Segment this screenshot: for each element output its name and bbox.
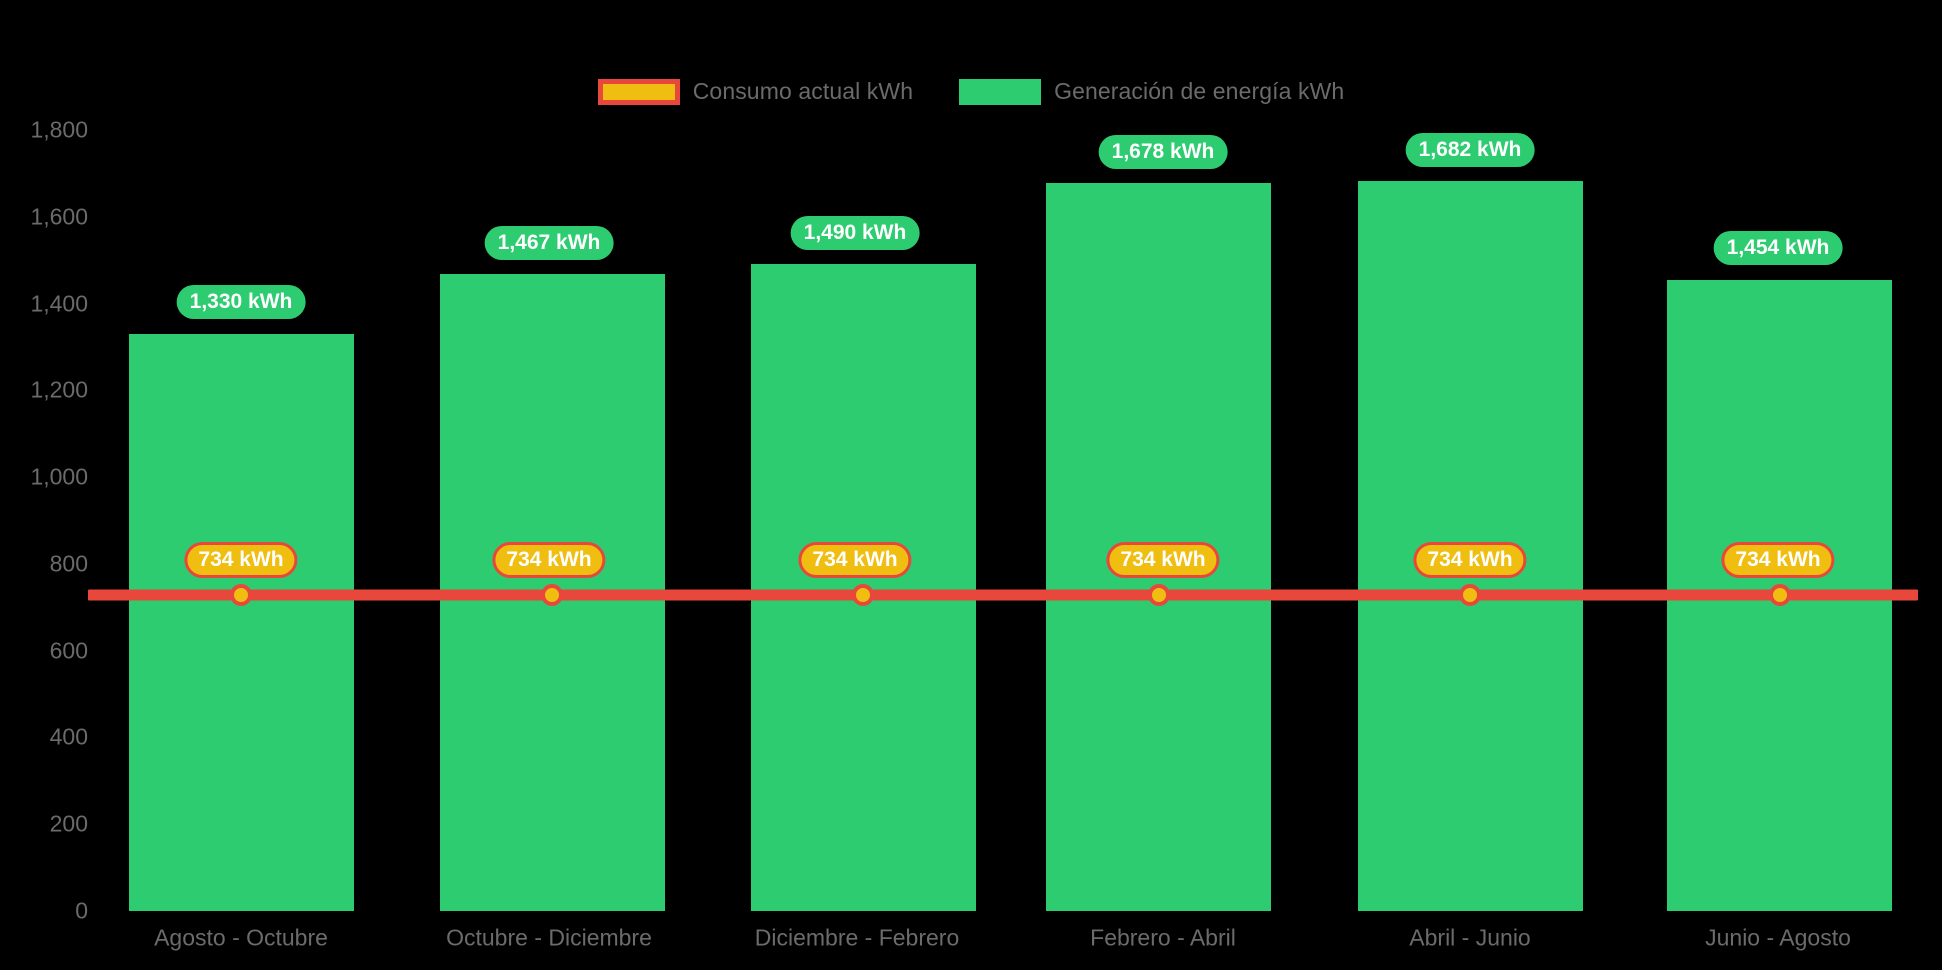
consumption-label-febrero-abril: 734 kWh: [1106, 542, 1220, 578]
x-axis-label-diciembre-febrero: Diciembre - Febrero: [754, 924, 960, 951]
y-axis-tick-200: 200: [49, 810, 88, 837]
legend-item-consumo[interactable]: Consumo actual kWh: [597, 78, 914, 105]
y-axis-tick-800: 800: [49, 550, 88, 577]
y-axis-tick-1200: 1,200: [30, 376, 88, 403]
consumption-label-junio-agosto: 734 kWh: [1721, 542, 1835, 578]
legend-swatch-generacion-icon: [959, 78, 1042, 105]
generation-label-junio-agosto: 1,454 kWh: [1713, 231, 1843, 265]
generation-label-octubre-diciembre: 1,467 kWh: [484, 226, 614, 260]
consumption-label-agosto-octubre: 734 kWh: [184, 542, 298, 578]
y-axis-tick-1000: 1,000: [30, 463, 88, 490]
consumption-point-febrero-abril[interactable]: [1148, 584, 1170, 606]
consumption-label-octubre-diciembre: 734 kWh: [492, 542, 606, 578]
y-axis-tick-400: 400: [49, 723, 88, 750]
x-axis-label-abril-junio: Abril - Junio: [1409, 924, 1531, 951]
generation-label-diciembre-febrero: 1,490 kWh: [790, 216, 920, 250]
legend-item-generacion[interactable]: Generación de energía kWh: [959, 78, 1344, 105]
consumption-point-octubre-diciembre[interactable]: [541, 584, 563, 606]
generation-label-abril-junio: 1,682 kWh: [1405, 133, 1535, 167]
x-axis-label-febrero-abril: Febrero - Abril: [1090, 924, 1236, 951]
consumption-point-junio-agosto[interactable]: [1769, 584, 1791, 606]
chart-legend: Consumo actual kWh Generación de energía…: [0, 78, 1942, 105]
y-axis-tick-1800: 1,800: [30, 116, 88, 143]
legend-swatch-consumo-icon: [597, 78, 680, 105]
x-axis-label-junio-agosto: Junio - Agosto: [1705, 924, 1851, 951]
bar-agosto-octubre[interactable]: [129, 334, 354, 911]
x-axis-label-agosto-octubre: Agosto - Octubre: [154, 924, 328, 951]
consumption-label-abril-junio: 734 kWh: [1413, 542, 1527, 578]
consumption-point-agosto-octubre[interactable]: [230, 584, 252, 606]
y-axis-tick-0: 0: [75, 897, 88, 924]
consumption-label-diciembre-febrero: 734 kWh: [798, 542, 912, 578]
legend-label-generacion: Generación de energía kWh: [1054, 78, 1345, 104]
x-axis-label-octubre-diciembre: Octubre - Diciembre: [446, 924, 652, 951]
consumption-line: [88, 589, 1918, 601]
generation-label-febrero-abril: 1,678 kWh: [1098, 135, 1228, 169]
y-axis-tick-600: 600: [49, 637, 88, 664]
y-axis-tick-1600: 1,600: [30, 203, 88, 230]
y-axis-tick-1400: 1,400: [30, 290, 88, 317]
consumption-point-abril-junio[interactable]: [1459, 584, 1481, 606]
legend-label-consumo: Consumo actual kWh: [692, 78, 914, 104]
generation-label-agosto-octubre: 1,330 kWh: [176, 285, 306, 319]
consumption-point-diciembre-febrero[interactable]: [852, 584, 874, 606]
